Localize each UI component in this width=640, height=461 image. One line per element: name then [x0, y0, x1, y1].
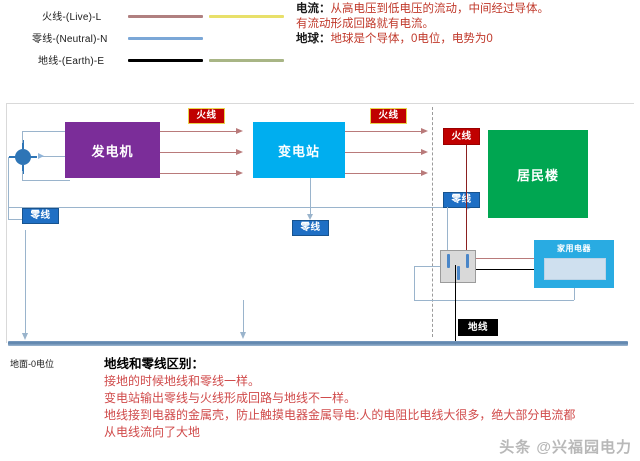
live-wire-4 — [345, 131, 423, 132]
header-current-line: 电流：从高电压到低电压的流动，中间经过导体。 — [296, 2, 549, 17]
live-arrow-5 — [421, 149, 428, 155]
building-boundary-divider — [432, 107, 433, 337]
socket-prong-left — [447, 254, 450, 268]
legend-swatch-earth-2 — [209, 59, 284, 62]
gen-return-wire-bot — [22, 180, 70, 181]
node-core — [15, 149, 31, 165]
house-live-wire — [466, 145, 467, 253]
live-arrow-3 — [236, 170, 243, 176]
legend-swatch-live-1 — [128, 15, 203, 18]
neutral-label-to-ground-wire — [25, 230, 26, 335]
ground-arrow-left — [21, 333, 28, 340]
live-wire-2 — [160, 152, 238, 153]
generator-label: 发电机 — [91, 143, 134, 159]
gen-return-wire-mid — [38, 156, 70, 157]
tag-live-2: 火线 — [370, 108, 407, 124]
live-arrow-4 — [421, 128, 428, 134]
header-earth-key: 地球： — [296, 33, 331, 45]
tag-live-3: 火线 — [443, 128, 480, 145]
neutral-star-node — [8, 140, 38, 174]
legend-swatch-neutral-1 — [128, 37, 203, 40]
gen-return-wire-bot-rise — [22, 171, 23, 181]
appliance-label: 家用电器 — [557, 244, 591, 253]
substation-neutral-arrow — [306, 214, 313, 220]
header-text: 电流：从高电压到低电压的流动，中间经过导体。 有流动形成回路就有电流。 地球：地… — [296, 2, 549, 47]
socket-to-appliance-earth — [476, 269, 534, 270]
note-line-4: 从电线流向了大地 — [104, 425, 201, 439]
header-current-value: 从高电压到低电压的流动，中间经过导体。 — [330, 3, 550, 15]
node-spike-down — [22, 165, 24, 174]
tag-live-2-label: 火线 — [378, 110, 399, 122]
socket-prong-right — [466, 254, 469, 268]
substation-block: 变电站 — [253, 122, 345, 178]
live-wire-1 — [160, 131, 238, 132]
generator-block: 发电机 — [65, 122, 160, 178]
residence-label: 居民楼 — [516, 167, 559, 183]
header-earth-line: 地球：地球是个导体，0电位，电势为0 — [296, 32, 549, 47]
tag-neutral-3-label: 零线 — [451, 194, 472, 206]
tag-neutral-1-label: 零线 — [30, 210, 51, 222]
diagram-left-border — [6, 103, 7, 343]
note-block: 地线和零线区别： 接地的时候地线和零线一样。 变电站输出零线与火线形成回路与地线… — [104, 356, 575, 441]
legend-label-live: 火线-(Live)-L — [42, 12, 102, 23]
live-wire-3 — [160, 173, 238, 174]
tag-live-1-label: 火线 — [196, 110, 217, 122]
note-line-2: 变电站输出零线与火线形成回路与地线不一样。 — [104, 391, 357, 405]
live-wire-5 — [345, 152, 423, 153]
tag-live-3-label: 火线 — [451, 130, 472, 142]
tag-live-1: 火线 — [188, 108, 225, 124]
ground-drop-mid — [243, 300, 244, 334]
legend-label-neutral: 零线-(Neutral)-N — [32, 34, 108, 45]
wall-socket — [440, 250, 476, 283]
legend-swatch-earth-1 — [128, 59, 203, 62]
socket-to-appliance-live — [476, 258, 534, 259]
substation-neutral-drop — [310, 178, 311, 216]
node-spike-up — [22, 140, 24, 149]
socket-left-return-drop — [414, 266, 415, 300]
tag-neutral-2: 零线 — [292, 220, 329, 236]
appliance-screen — [544, 258, 606, 280]
neutral-bus-wire — [8, 207, 468, 208]
tag-neutral-3: 零线 — [443, 192, 480, 208]
live-arrow-1 — [236, 128, 243, 134]
live-wire-6 — [345, 173, 423, 174]
gen-top-tie — [22, 131, 70, 132]
gen-return-arrow-mid — [38, 153, 44, 159]
ground-arrow-mid — [239, 332, 246, 339]
tag-earth-label: 地线 — [467, 321, 488, 333]
house-neutral-wire — [447, 207, 448, 253]
legend: 火线-(Live)-L 零线-(Neutral)-N 地线-(Earth)-E — [0, 0, 300, 80]
watermark: 头条 @兴福园电力 — [499, 439, 632, 456]
note-line-1: 接地的时候地线和零线一样。 — [104, 374, 261, 388]
header-current-note: 有流动形成回路就有电流。 — [296, 18, 434, 30]
appliance-bottom-return — [414, 300, 574, 301]
ground-potential-label: 地面-0电位 — [10, 359, 55, 369]
live-arrow-6 — [421, 170, 428, 176]
note-line-3: 地线接到电器的金属壳，防止触摸电器金属导电:人的电阻比电线大很多，绝大部分电流都 — [104, 408, 576, 422]
residence-block: 居民楼 — [488, 130, 588, 218]
legend-swatch-live-2 — [209, 15, 284, 18]
node-spike-left — [9, 156, 18, 158]
legend-label-earth: 地线-(Earth)-E — [38, 56, 105, 67]
socket-left-return — [414, 266, 440, 267]
tag-neutral-2-label: 零线 — [300, 222, 321, 234]
gen-return-wire-top-drop — [22, 131, 23, 143]
earth-wire-down — [455, 265, 456, 345]
node-spike-right — [28, 156, 37, 158]
diagram-top-border — [6, 103, 634, 104]
live-arrow-2 — [236, 149, 243, 155]
substation-label: 变电站 — [277, 143, 320, 159]
socket-prong-earth — [457, 266, 460, 280]
tag-neutral-1: 零线 — [22, 208, 59, 224]
note-title: 地线和零线区别： — [104, 357, 205, 371]
header-current-key: 电流： — [296, 3, 331, 15]
ground-line — [8, 341, 628, 346]
tag-earth: 地线 — [458, 319, 498, 336]
appliance-bottom-rise — [574, 288, 575, 300]
neutral-to-label-wire — [8, 219, 22, 220]
appliance-block: 家用电器 — [534, 240, 614, 288]
neutral-down-wire — [8, 157, 9, 219]
header-earth-value: 地球是个导体，0电位，电势为0 — [330, 33, 493, 45]
